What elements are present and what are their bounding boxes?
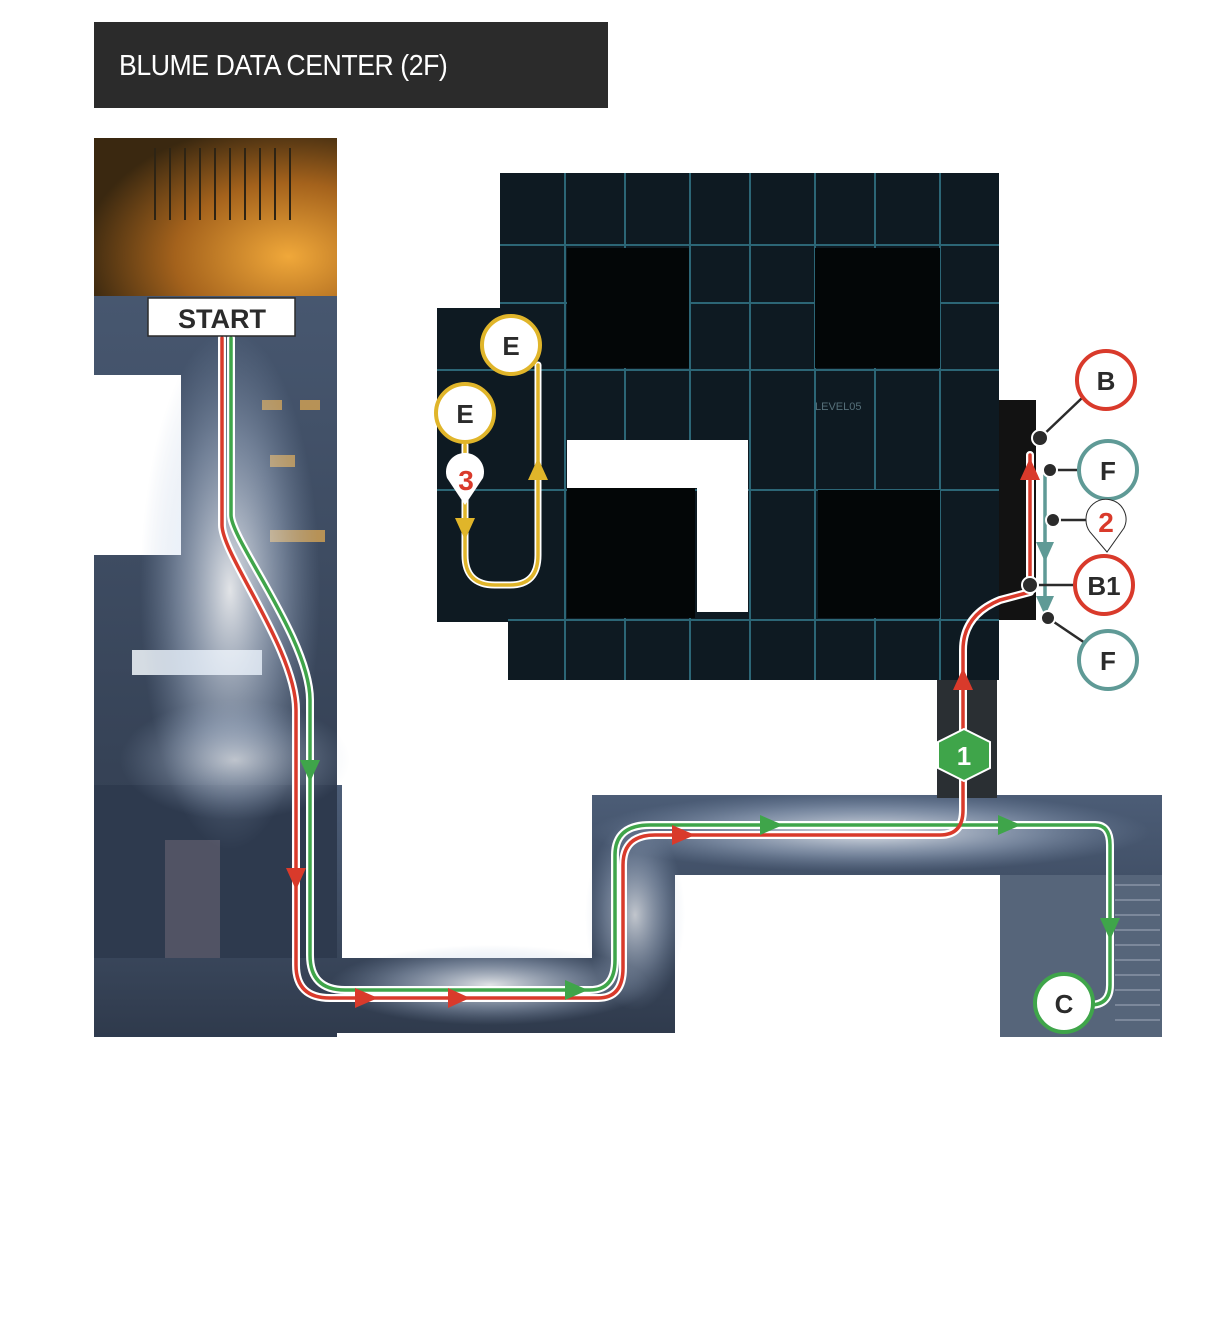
stair-steps [1115,884,1160,1021]
red-arrow-down [286,868,306,890]
server-room: LEVEL05 [437,173,1036,798]
marker-e-left-label: E [456,399,473,429]
step-1-label: 1 [957,741,971,771]
marker-f-bottom-label: F [1100,646,1116,676]
right-markers [1021,397,1088,645]
pointer-b1-dot [1021,576,1039,594]
green-arrow-right-2 [760,815,783,835]
step-1-hexagon: 1 [937,727,991,783]
bottom-corridor [94,785,1162,1037]
server-block-2 [815,248,940,368]
marker-e-left: E [434,382,496,444]
marker-b1: B1 [1073,554,1135,616]
pointer-f-top-dot [1042,462,1058,478]
marker-f-bottom: F [1077,629,1139,691]
teal-arrow-down-2 [1036,596,1054,616]
green-arrow-down-2 [1100,918,1120,940]
step-3-pin: 3 [446,452,484,505]
step-2-label: 2 [1098,507,1114,538]
green-arrow-down [300,760,320,782]
map-title: BLUME DATA CENTER (2F) [119,50,448,82]
corridor-lamp-bend [585,820,685,1010]
step-2-pin: 2 [1085,498,1127,553]
server-block-3 [567,488,695,618]
pointer-f-bottom-dot [1040,610,1056,626]
marker-e-top: E [480,314,542,376]
green-arrow-right-1 [565,980,588,1000]
green-arrow-right-3 [998,815,1021,835]
pointer-b [1039,397,1083,439]
pointer-step-2-dot [1045,512,1061,528]
routes [218,334,1114,1009]
floor-marking: LEVEL05 [815,401,861,413]
red-arrow-up-1 [953,668,973,690]
teal-arrow-down-1 [1036,542,1054,562]
step-3-label: 3 [458,465,474,496]
red-route [220,336,1032,1000]
server-block-4 [818,490,940,618]
red-arrow-right-2 [448,988,470,1008]
marker-f-top-label: F [1100,456,1116,486]
marker-b1-label: B1 [1087,571,1120,601]
red-arrow-up-2 [1020,458,1040,480]
route-arrows [286,458,1120,1008]
marker-f-top: F [1077,439,1139,501]
start-label-text: START [178,304,266,334]
marker-b: B [1075,349,1137,411]
map-title-bar: BLUME DATA CENTER (2F) [94,22,608,108]
marker-e-top-label: E [502,331,519,361]
staircase [154,148,291,220]
start-label: START [147,297,296,337]
marker-c-label: C [1055,989,1074,1019]
red-arrow-right-3 [672,825,695,845]
green-route [229,336,1112,1007]
yellow-route [463,363,540,587]
server-block-1 [567,248,689,368]
marker-c: C [1033,972,1095,1034]
red-arrow-right-1 [355,988,378,1008]
marker-b-label: B [1097,366,1116,396]
pointer-b-dot [1031,429,1049,447]
yellow-arrow-down [455,518,475,540]
white-cutout [567,440,748,612]
yellow-arrow-up [528,458,548,480]
